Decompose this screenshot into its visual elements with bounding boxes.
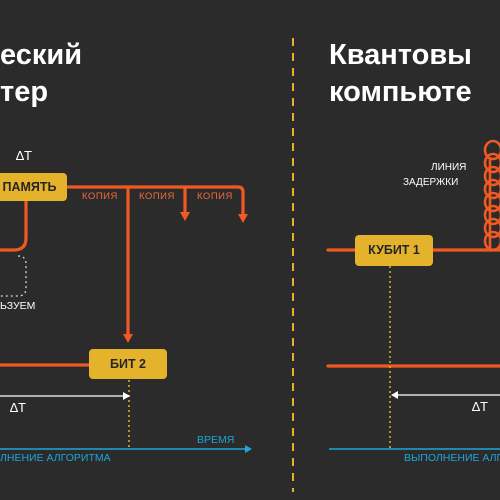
memory-left-wire bbox=[0, 195, 28, 252]
right-title-line1: Квантовы bbox=[329, 39, 472, 71]
right-delta-measure bbox=[391, 391, 500, 399]
right-algo-label: ВЫПОЛНЕНИЕ АЛГ bbox=[404, 452, 500, 464]
arrowhead-copy-2 bbox=[180, 212, 190, 221]
right-title-line2: компьюте bbox=[329, 76, 472, 108]
arrowhead-copy-3 bbox=[238, 214, 248, 223]
copy-label-1: КОПИЯ bbox=[82, 191, 118, 202]
left-wires bbox=[0, 185, 245, 367]
left-title-line2: тер bbox=[0, 76, 49, 108]
right-delta-bottom: ∆T bbox=[472, 399, 488, 414]
left-title-line1: еский bbox=[0, 39, 83, 71]
left-algo-label: ЛНЕНИЕ АЛГОРИТМА bbox=[0, 452, 111, 464]
time-label: ВРЕМЯ bbox=[197, 434, 235, 446]
bit2-box[interactable]: БИТ 2 bbox=[89, 349, 167, 379]
qubit1-box[interactable]: КУБИТ 1 bbox=[355, 235, 433, 266]
delay-line-label-1: ЛИНИЯ bbox=[431, 162, 467, 173]
memory-box[interactable]: ПАМЯТЬ bbox=[0, 173, 67, 201]
use-label: ЬЗУЕМ bbox=[0, 300, 36, 312]
left-title: еский тер bbox=[0, 37, 82, 111]
delay-line-label-2: ЗАДЕРЖКИ bbox=[403, 177, 459, 188]
left-arrowheads bbox=[123, 212, 248, 343]
memory-output-line bbox=[64, 185, 245, 216]
arrowhead-bit2 bbox=[123, 334, 133, 343]
copy-label-3: КОПИЯ bbox=[197, 191, 233, 202]
left-delta-bottom: ∆T bbox=[10, 400, 26, 415]
copy-label-2: КОПИЯ bbox=[139, 191, 175, 202]
delay-line-coil-icon bbox=[483, 139, 500, 252]
left-delta-measure bbox=[0, 392, 130, 400]
left-delta-top: ∆T bbox=[16, 148, 32, 163]
use-bracket bbox=[0, 255, 27, 297]
right-title: Квантовы компьюте bbox=[329, 37, 472, 111]
right-wires bbox=[326, 248, 500, 368]
left-time-axis bbox=[0, 445, 252, 453]
